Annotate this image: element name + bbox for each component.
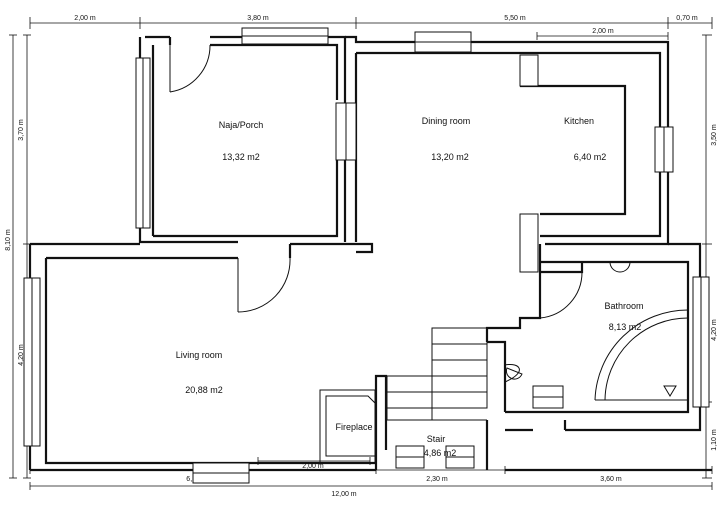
dim-kitchen-top: 2,00 m <box>592 28 614 35</box>
stair-area: 4,86 m2 <box>424 448 457 458</box>
kitchen-dimension-line <box>536 32 669 40</box>
dim-right-2: 4,20 m <box>711 319 718 341</box>
dim-left-2: 4,20 m <box>18 344 25 366</box>
kitchen-area: 6,40 m2 <box>574 152 607 162</box>
dim-top-4: 0,70 m <box>676 15 698 22</box>
doors <box>169 44 689 401</box>
right-dimension-lines <box>702 34 712 479</box>
dim-bottom-2: 2,30 m <box>426 476 448 483</box>
dim-right-1: 3,50 m <box>711 124 718 146</box>
fireplace-label: Fireplace <box>335 422 372 432</box>
dining-name: Dining room <box>422 116 471 126</box>
living-area: 20,88 m2 <box>185 385 223 395</box>
dim-bottom-inner: 2,00 m <box>302 463 324 470</box>
dim-bottom-3: 3,60 m <box>600 476 622 483</box>
dim-left-1: 3,70 m <box>18 119 25 141</box>
walls <box>28 35 712 472</box>
porch-name: Naja/Porch <box>219 120 264 130</box>
fireplace-symbol <box>319 389 376 464</box>
bathroom-name: Bathroom <box>604 301 643 311</box>
dim-top-1: 2,00 m <box>74 15 96 22</box>
kitchen-name: Kitchen <box>564 116 594 126</box>
stair-name: Stair <box>427 434 446 444</box>
dim-right-3: 1,10 m <box>711 429 718 451</box>
stair <box>386 327 488 421</box>
dim-left-total: 8,10 m <box>5 229 12 251</box>
windows <box>23 27 710 484</box>
dim-top-2: 3,80 m <box>247 15 269 22</box>
bathroom-area: 8,13 m2 <box>609 322 642 332</box>
dim-top-3: 5,50 m <box>504 15 526 22</box>
top-dimension-line <box>29 17 713 29</box>
dim-total: 12,00 m <box>331 491 356 498</box>
living-name: Living room <box>176 350 223 360</box>
dining-area: 13,20 m2 <box>431 152 469 162</box>
porch-area: 13,32 m2 <box>222 152 260 162</box>
